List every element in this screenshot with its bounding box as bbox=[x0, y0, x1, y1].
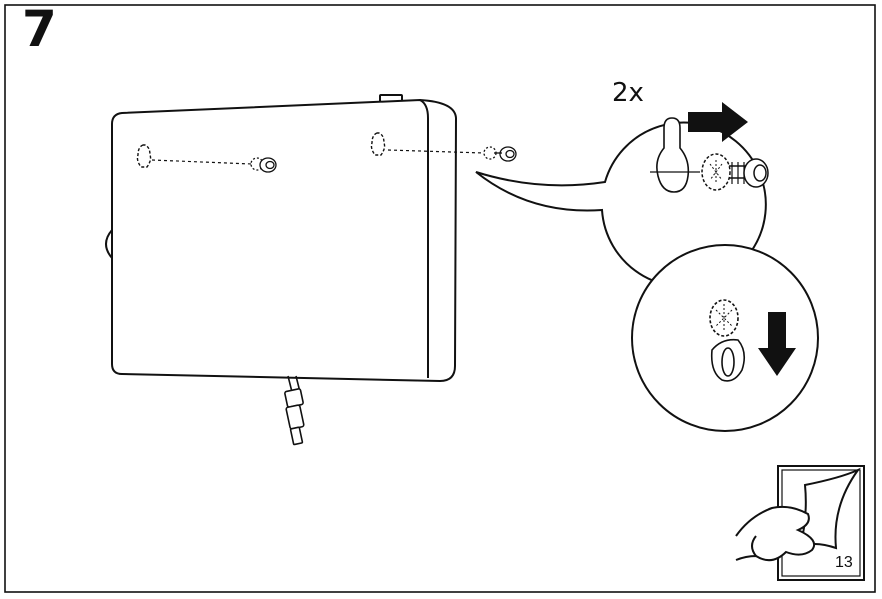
screw-icon bbox=[250, 146, 517, 173]
keyhole-detail bbox=[650, 117, 700, 193]
arrow-right-icon bbox=[688, 102, 748, 142]
page-number: 13 bbox=[835, 554, 853, 571]
step-number: 7 bbox=[22, 0, 57, 58]
screw-detail bbox=[701, 153, 769, 191]
screw-in-slot-detail bbox=[709, 299, 746, 382]
keyhole-slot-icon bbox=[136, 132, 386, 168]
detail-circle bbox=[631, 244, 819, 432]
quantity-label: 2x bbox=[612, 78, 644, 108]
alignment-lines bbox=[151, 149, 485, 165]
wall-device bbox=[105, 94, 458, 383]
arrow-down-icon bbox=[758, 312, 796, 376]
page-frame bbox=[4, 4, 876, 593]
page-turn-hand-icon bbox=[735, 465, 865, 581]
power-cable bbox=[284, 375, 305, 446]
